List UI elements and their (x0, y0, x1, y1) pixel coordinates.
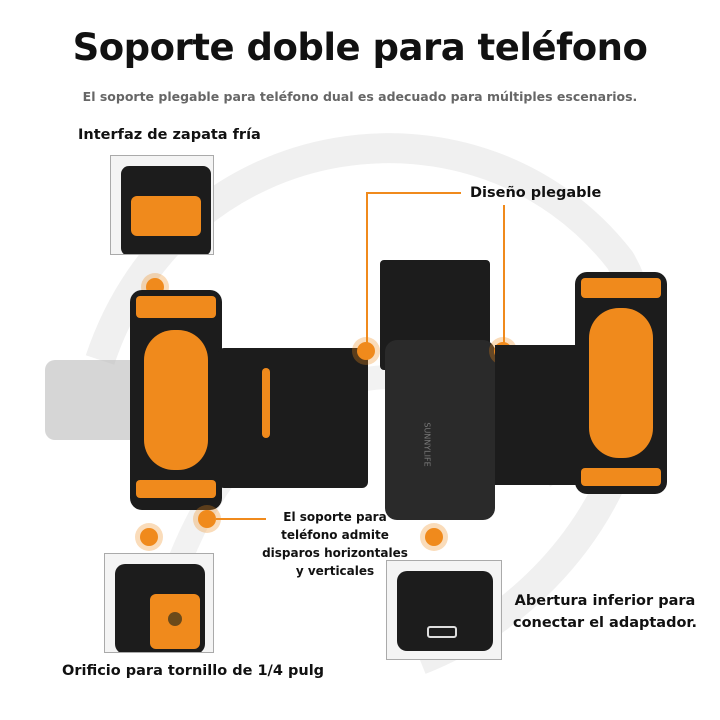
ghost-clamp (45, 360, 145, 440)
inset-cold-shoe (110, 155, 214, 255)
right-phone-clamp (575, 272, 667, 494)
left-arm (218, 348, 368, 488)
inset-bottom-opening (386, 560, 502, 660)
page-title: Soporte doble para teléfono (72, 26, 648, 69)
left-phone-clamp (130, 290, 222, 510)
callout-dot (140, 528, 158, 546)
page-subtitle: El soporte plegable para teléfono dual e… (82, 89, 638, 104)
callout-dot (425, 528, 443, 546)
label-foldable: Diseño plegable (470, 185, 602, 201)
right-arm (495, 345, 585, 485)
center-body: SUNNYLIFE (385, 340, 495, 520)
inset-screw-hole (104, 553, 214, 653)
screw-hole-icon (168, 612, 182, 626)
callout-dot (198, 510, 216, 528)
label-orientation: El soporte para teléfono admite disparos… (262, 510, 408, 578)
label-bottom-opening: Abertura inferior para conectar el adapt… (512, 593, 698, 631)
callout-dot (357, 342, 375, 360)
label-screw-hole: Orificio para tornillo de 1/4 pulg (62, 663, 325, 679)
label-cold-shoe: Interfaz de zapata fría (78, 127, 261, 143)
